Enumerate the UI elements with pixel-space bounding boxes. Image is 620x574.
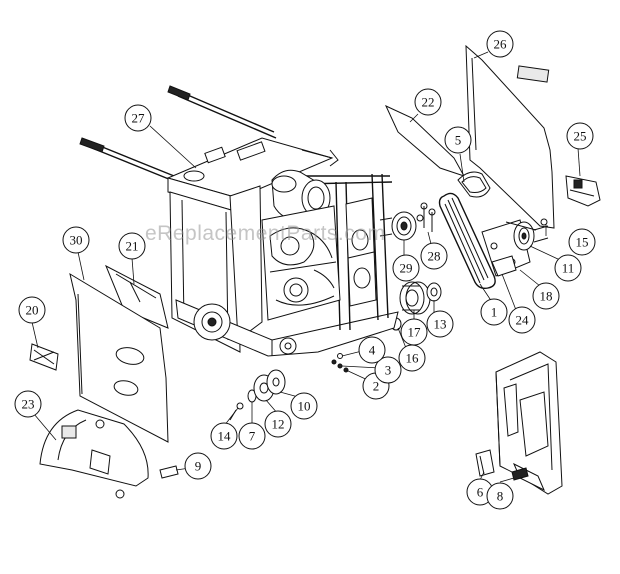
- svg-text:17: 17: [408, 325, 422, 340]
- callout-22: 22: [414, 88, 442, 116]
- svg-text:30: 30: [70, 233, 83, 248]
- callout-4: 4: [358, 336, 386, 364]
- callout-9: 9: [184, 452, 212, 480]
- belt-guard-5: [457, 171, 491, 198]
- svg-text:13: 13: [434, 317, 447, 332]
- callout-20: 20: [18, 296, 46, 324]
- svg-text:28: 28: [428, 249, 441, 264]
- idler-pulley-11: [513, 221, 549, 251]
- callout-10: 10: [290, 392, 318, 420]
- callout-21: 21: [118, 232, 146, 260]
- callout-8: 8: [486, 482, 514, 510]
- callout-6: 6: [466, 478, 494, 506]
- svg-text:8: 8: [497, 489, 504, 504]
- bolt-14: [229, 402, 244, 421]
- svg-text:16: 16: [406, 351, 420, 366]
- callout-1: 1: [480, 298, 508, 326]
- svg-text:12: 12: [272, 417, 285, 432]
- bolt-8: [511, 467, 529, 481]
- svg-text:4: 4: [369, 343, 376, 358]
- callout-15: 15: [568, 228, 596, 256]
- svg-text:21: 21: [126, 239, 139, 254]
- callout-17: 17: [400, 318, 428, 346]
- svg-text:24: 24: [516, 313, 530, 328]
- callout-12: 12: [264, 410, 292, 438]
- svg-text:9: 9: [195, 459, 202, 474]
- callout-28: 28: [420, 242, 448, 270]
- spacer-13: [426, 282, 442, 302]
- blade-guard-23: [39, 409, 149, 499]
- svg-text:5: 5: [455, 133, 462, 148]
- callout-18: 18: [532, 282, 560, 310]
- callout-27: 27: [124, 104, 152, 132]
- bracket-25: [565, 175, 601, 207]
- svg-text:29: 29: [400, 261, 413, 276]
- bracket-6: [475, 449, 495, 477]
- svg-text:10: 10: [298, 399, 311, 414]
- callout-5: 5: [444, 126, 472, 154]
- svg-text:26: 26: [494, 37, 508, 52]
- hardware-2-3-4: [331, 353, 349, 373]
- drive-belt-1: [438, 192, 496, 290]
- callout-7: 7: [238, 422, 266, 450]
- svg-text:18: 18: [540, 289, 553, 304]
- svg-text:6: 6: [477, 485, 484, 500]
- svg-text:7: 7: [249, 429, 256, 444]
- drive-pulley-17: [399, 281, 431, 315]
- inset-frame-detail: [495, 351, 563, 495]
- callout-3: 3: [374, 356, 402, 384]
- screw-15: [505, 218, 548, 231]
- svg-text:2: 2: [373, 379, 380, 394]
- svg-text:14: 14: [218, 429, 232, 444]
- callout-30: 30: [62, 226, 90, 254]
- engine: [261, 169, 377, 321]
- callout-23: 23: [14, 390, 42, 418]
- bolt-9: [159, 465, 179, 479]
- callout-11: 11: [554, 254, 582, 282]
- decal-20: [29, 343, 59, 371]
- callout-29: 29: [392, 254, 420, 282]
- svg-text:27: 27: [132, 111, 146, 126]
- side-cover-panel-26: [465, 44, 555, 229]
- saw-frame: [79, 85, 399, 357]
- callout-16: 16: [398, 344, 426, 372]
- svg-text:20: 20: [26, 303, 39, 318]
- decal-21: [105, 264, 169, 329]
- svg-text:1: 1: [491, 305, 498, 320]
- svg-text:3: 3: [385, 363, 392, 378]
- pulley-29: [379, 211, 417, 241]
- svg-text:25: 25: [574, 129, 587, 144]
- callout-24: 24: [508, 306, 536, 334]
- svg-text:23: 23: [22, 397, 35, 412]
- callout-25: 25: [566, 122, 594, 150]
- callout-14: 14: [210, 422, 238, 450]
- flange-10: [266, 369, 286, 395]
- side-panel-30: [69, 272, 169, 443]
- hardware-28: [416, 202, 436, 232]
- svg-text:11: 11: [562, 261, 575, 276]
- svg-text:22: 22: [422, 95, 435, 110]
- callout-26: 26: [486, 30, 514, 58]
- svg-text:15: 15: [576, 235, 589, 250]
- callout-13: 13: [426, 310, 454, 338]
